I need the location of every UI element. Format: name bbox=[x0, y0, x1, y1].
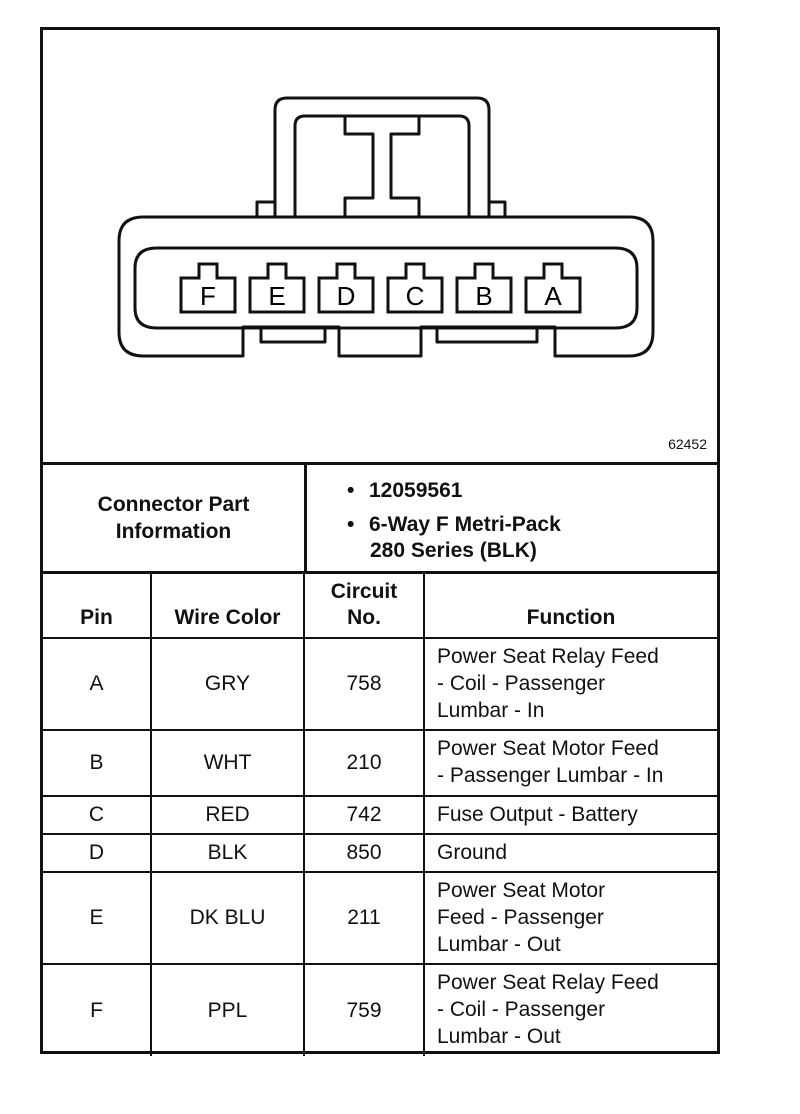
pin-cell: E bbox=[43, 871, 152, 965]
wire-color-cell: BLK bbox=[150, 833, 305, 873]
table-header-row: Pin Wire Color Circuit No. Function bbox=[43, 571, 717, 639]
header-pin: Pin bbox=[43, 571, 152, 639]
pin-cavity: A bbox=[524, 262, 582, 314]
pin-label: D bbox=[337, 281, 356, 311]
connector-part-label-line: Information bbox=[115, 520, 232, 543]
header-circuit-line: Circuit bbox=[330, 580, 398, 603]
latch-housing-outer bbox=[273, 96, 491, 217]
bullet-icon: • bbox=[347, 479, 355, 502]
function-line: Ground bbox=[437, 841, 508, 864]
circuit-cell: 742 bbox=[303, 795, 425, 835]
circuit-cell: 759 bbox=[303, 963, 425, 1056]
function-line: - Coil - Passenger bbox=[437, 672, 606, 695]
pin-label: B bbox=[475, 281, 492, 311]
header-wire-color: Wire Color bbox=[150, 571, 305, 639]
pin-label: F bbox=[200, 281, 216, 311]
function-line: Power Seat Relay Feed bbox=[437, 645, 659, 668]
header-circuit-line: No. bbox=[347, 606, 381, 629]
wire-color-cell: GRY bbox=[150, 637, 305, 731]
function-line: Feed - Passenger bbox=[437, 906, 604, 929]
connector-part-label: Connector Part Information bbox=[43, 465, 307, 571]
function-line: Power Seat Motor bbox=[437, 879, 606, 902]
pin-cell: A bbox=[43, 637, 152, 731]
function-line: Power Seat Relay Feed bbox=[437, 971, 659, 994]
function-line: Lumbar - Out bbox=[437, 933, 561, 956]
connector-drawing: F E D C B A 62452 bbox=[43, 30, 717, 465]
function-line: Fuse Output - Battery bbox=[437, 803, 638, 826]
wire-color-cell: DK BLU bbox=[150, 871, 305, 965]
function-line: - Passenger Lumbar - In bbox=[437, 764, 664, 787]
connector-part-label-line: Connector Part bbox=[97, 493, 250, 516]
function-line: - Coil - Passenger bbox=[437, 998, 606, 1021]
circuit-cell: 211 bbox=[303, 871, 425, 965]
latch-beam bbox=[343, 116, 421, 217]
function-line: Lumbar - Out bbox=[437, 1025, 561, 1048]
wire-color-cell: PPL bbox=[150, 963, 305, 1056]
pin-cell: F bbox=[43, 963, 152, 1056]
part-number: 12059561 bbox=[369, 479, 463, 502]
pin-label: E bbox=[268, 281, 285, 311]
figure-id: 62452 bbox=[668, 436, 707, 452]
circuit-cell: 210 bbox=[303, 729, 425, 797]
pin-label: A bbox=[544, 281, 562, 311]
description-item: • 6-Way F Metri-Pack bbox=[347, 513, 561, 537]
pin-label: C bbox=[406, 281, 425, 311]
pin-cavity: C bbox=[386, 262, 444, 314]
latch-housing-inner bbox=[293, 114, 471, 217]
circuit-cell: 758 bbox=[303, 637, 425, 731]
wire-color-cell: WHT bbox=[150, 729, 305, 797]
bullet-icon: • bbox=[347, 513, 355, 536]
header-function: Function bbox=[423, 571, 717, 639]
latch-shoulders bbox=[255, 200, 507, 217]
part-number-item: • 12059561 bbox=[347, 479, 462, 503]
circuit-cell: 850 bbox=[303, 833, 425, 873]
pin-cavity: D bbox=[317, 262, 375, 314]
wire-color-cell: RED bbox=[150, 795, 305, 835]
pin-cavity: E bbox=[248, 262, 306, 314]
connector-body-inner bbox=[133, 246, 639, 330]
bottom-keys bbox=[259, 327, 539, 344]
function-line: Lumbar - In bbox=[437, 699, 545, 722]
connector-part-details: • 12059561 • 6-Way F Metri-Pack 280 Series… bbox=[307, 465, 717, 571]
pin-cavity: F bbox=[179, 262, 237, 314]
function-cell: Power Seat Motor Feed - Passenger Lumbar … bbox=[423, 729, 717, 797]
header-circuit: Circuit No. bbox=[303, 571, 425, 639]
connector-part-info: Connector Part Information • 12059561 • 6-… bbox=[43, 465, 717, 574]
pin-cell: D bbox=[43, 833, 152, 873]
pin-cavity: B bbox=[455, 262, 513, 314]
function-cell: Fuse Output - Battery bbox=[423, 795, 717, 835]
pin-cell: B bbox=[43, 729, 152, 797]
connector-body-outer bbox=[117, 215, 655, 358]
function-line: Power Seat Motor Feed bbox=[437, 737, 659, 760]
description-line: 280 Series (BLK) bbox=[370, 539, 537, 562]
pin-cell: C bbox=[43, 795, 152, 835]
description-line: 6-Way F Metri-Pack bbox=[369, 513, 561, 536]
function-cell: Ground bbox=[423, 833, 717, 873]
